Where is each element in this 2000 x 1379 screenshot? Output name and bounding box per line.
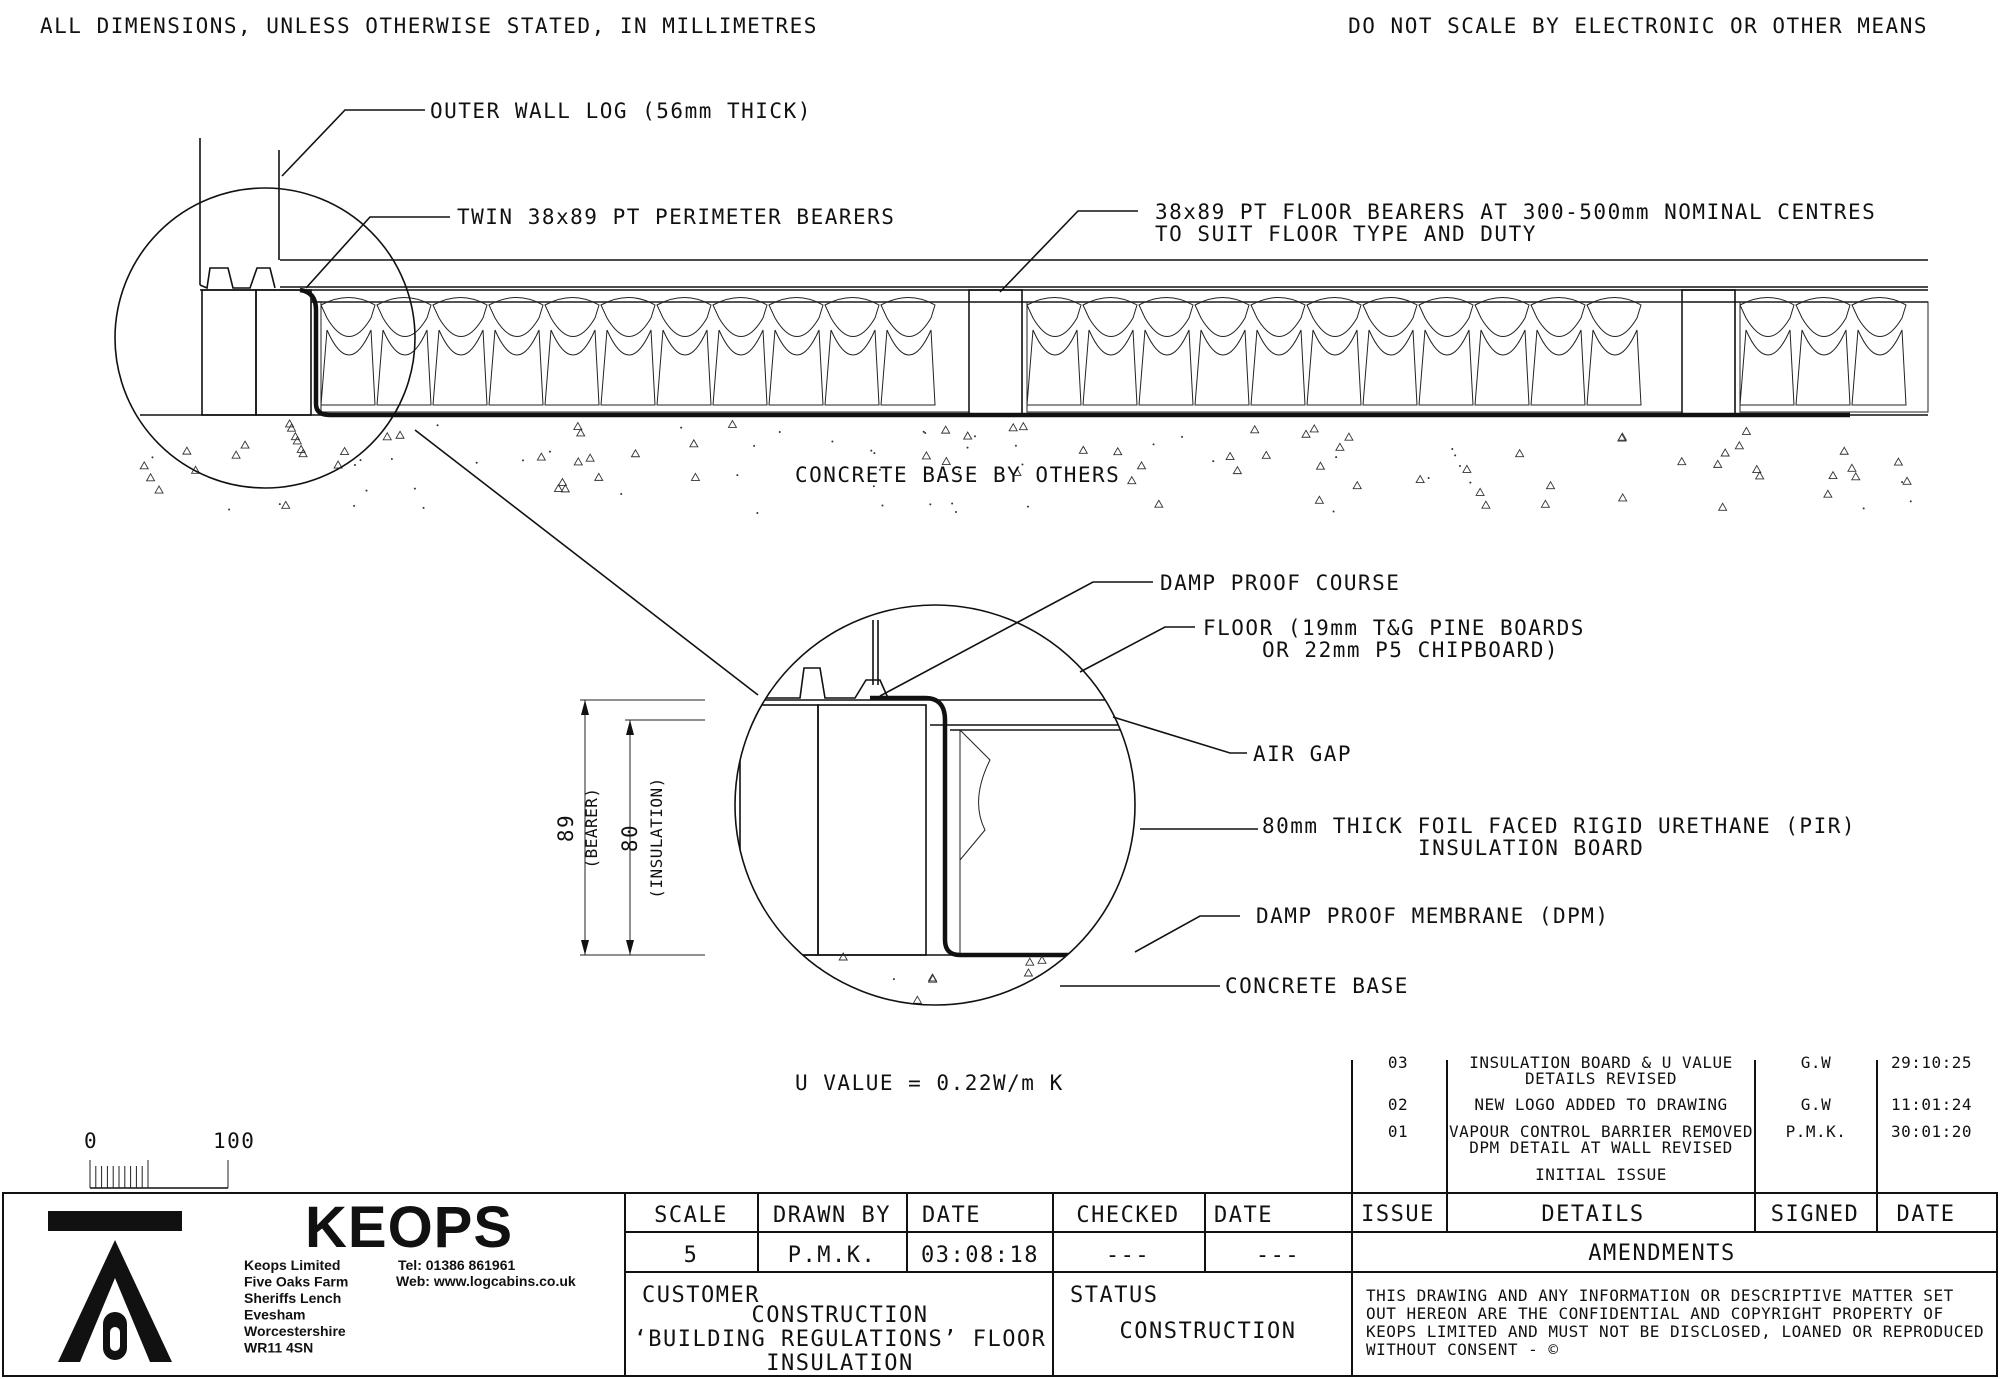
date2-header: DATE bbox=[1214, 1203, 1273, 1228]
copyright-line: KEOPS LIMITED AND MUST NOT BE DISCLOSED,… bbox=[1366, 1322, 1984, 1341]
company-name: KEOPS bbox=[305, 1195, 513, 1260]
dpc-label: DAMP PROOF COURSE bbox=[1160, 571, 1400, 595]
customer-line-3: INSULATION bbox=[766, 1351, 913, 1376]
customer-line-1: CONSTRUCTION bbox=[752, 1303, 929, 1328]
scale-bar-start: 0 bbox=[84, 1129, 98, 1153]
amend-signed: G.W bbox=[1801, 1053, 1831, 1072]
company-tel: Tel: 01386 861961 bbox=[398, 1257, 515, 1273]
scale-bar-end: 100 bbox=[213, 1129, 255, 1153]
amendments-title: AMENDMENTS bbox=[1588, 1241, 1735, 1266]
insulation-label-2: INSULATION BOARD bbox=[1418, 836, 1644, 860]
insulation-label-1: 80mm THICK FOIL FACED RIGID URETHANE (PI… bbox=[1262, 814, 1856, 838]
status-header: STATUS bbox=[1070, 1283, 1158, 1308]
issue-header: ISSUE bbox=[1361, 1202, 1435, 1227]
drawn-by-value: P.M.K. bbox=[788, 1243, 876, 1268]
copyright-line: WITHOUT CONSENT - © bbox=[1366, 1340, 1559, 1359]
company-web: Web: www.logcabins.co.uk bbox=[396, 1273, 576, 1289]
details-header: DETAILS bbox=[1541, 1202, 1644, 1227]
drawn-by-header: DRAWN BY bbox=[773, 1203, 891, 1228]
date2-value: --- bbox=[1256, 1243, 1300, 1268]
date-header: DATE bbox=[922, 1203, 981, 1228]
floor-bearers-label-2: TO SUIT FLOOR TYPE AND DUTY bbox=[1155, 222, 1537, 246]
insulation-dimension-value: 80 bbox=[618, 824, 642, 852]
twin-bearers-label: TWIN 38x89 PT PERIMETER BEARERS bbox=[457, 205, 895, 229]
scale-header: SCALE bbox=[654, 1203, 728, 1228]
concrete-base-label: CONCRETE BASE bbox=[1225, 974, 1409, 998]
keops-logo-bar-icon bbox=[48, 1211, 182, 1231]
customer-header: CUSTOMER bbox=[642, 1283, 760, 1308]
address-line: Evesham bbox=[244, 1307, 305, 1323]
keops-logo-mark-icon bbox=[58, 1240, 172, 1362]
table-row: INITIAL ISSUE bbox=[1535, 1165, 1667, 1184]
floor-label-2: OR 22mm P5 CHIPBOARD) bbox=[1262, 638, 1559, 662]
copyright-line: THIS DRAWING AND ANY INFORMATION OR DESC… bbox=[1366, 1286, 1954, 1305]
address-line: Five Oaks Farm bbox=[244, 1274, 348, 1290]
amend-issue: 01 bbox=[1388, 1122, 1408, 1141]
amend-date: 11:01:24 bbox=[1891, 1095, 1972, 1114]
date-amend-header: DATE bbox=[1897, 1202, 1956, 1227]
outer-wall-label: OUTER WALL LOG (56mm THICK) bbox=[430, 99, 812, 123]
amend-issue: 03 bbox=[1388, 1053, 1408, 1072]
amend-details: DETAILS REVISED bbox=[1525, 1069, 1677, 1088]
checked-header: CHECKED bbox=[1076, 1203, 1179, 1228]
amend-signed: G.W bbox=[1801, 1095, 1831, 1114]
bearer-dimension-label: (BEARER) bbox=[582, 787, 601, 868]
address-line: Sheriffs Lench bbox=[244, 1290, 341, 1306]
amend-issue: 02 bbox=[1388, 1095, 1408, 1114]
amend-date: 30:01:20 bbox=[1891, 1122, 1972, 1141]
amend-details: INITIAL ISSUE bbox=[1535, 1165, 1667, 1184]
floor-bearers-label-1: 38x89 PT FLOOR BEARERS AT 300-500mm NOMI… bbox=[1155, 200, 1876, 224]
dpm-label: DAMP PROOF MEMBRANE (DPM) bbox=[1256, 904, 1610, 928]
amend-details: VAPOUR CONTROL BARRIER REMOVED bbox=[1449, 1122, 1753, 1141]
u-value-label: U VALUE = 0.22W/m K bbox=[795, 1071, 1064, 1095]
dimensions-note: ALL DIMENSIONS, UNLESS OTHERWISE STATED,… bbox=[40, 14, 818, 38]
main-section: OUTER WALL LOG (56mm THICK) TWIN 38x89 P… bbox=[114, 99, 1929, 696]
signed-header: SIGNED bbox=[1771, 1202, 1859, 1227]
bearer-dimension-value: 89 bbox=[554, 814, 578, 842]
insulation-dimension-label: (INSULATION) bbox=[647, 777, 666, 899]
floor-label-1: FLOOR (19mm T&G PINE BOARDS bbox=[1203, 616, 1585, 640]
address-line: WR11 4SN bbox=[244, 1340, 313, 1356]
amend-details: INSULATION BOARD & U VALUE bbox=[1469, 1053, 1732, 1072]
date-value: 03:08:18 bbox=[921, 1243, 1039, 1268]
detail-view: 89 (BEARER) 80 (INSULATION) DAMP PROOF C… bbox=[554, 571, 1856, 1006]
scale-value: 5 bbox=[684, 1243, 699, 1268]
amend-details: NEW LOGO ADDED TO DRAWING bbox=[1474, 1095, 1727, 1114]
amend-signed: P.M.K. bbox=[1786, 1122, 1847, 1141]
customer-line-2: ‘BUILDING REGULATIONS’ FLOOR bbox=[634, 1327, 1047, 1352]
scale-bar: 0 100 bbox=[84, 1129, 255, 1189]
address-line: Worcestershire bbox=[244, 1323, 346, 1339]
scale-warning-note: DO NOT SCALE BY ELECTRONIC OR OTHER MEAN… bbox=[1348, 14, 1928, 38]
air-gap-label: AIR GAP bbox=[1253, 742, 1352, 766]
concrete-base-others-label: CONCRETE BASE BY OTHERS bbox=[795, 463, 1120, 487]
address-line: Keops Limited bbox=[244, 1257, 340, 1273]
amend-details: DPM DETAIL AT WALL REVISED bbox=[1469, 1138, 1732, 1157]
status-value: CONSTRUCTION bbox=[1120, 1319, 1297, 1344]
amend-date: 29:10:25 bbox=[1891, 1053, 1972, 1072]
table-row: 02 NEW LOGO ADDED TO DRAWING G.W 11:01:24 bbox=[1388, 1095, 1972, 1114]
copyright-line: OUT HEREON ARE THE CONFIDENTIAL AND COPY… bbox=[1366, 1304, 1944, 1323]
checked-value: --- bbox=[1106, 1243, 1150, 1268]
